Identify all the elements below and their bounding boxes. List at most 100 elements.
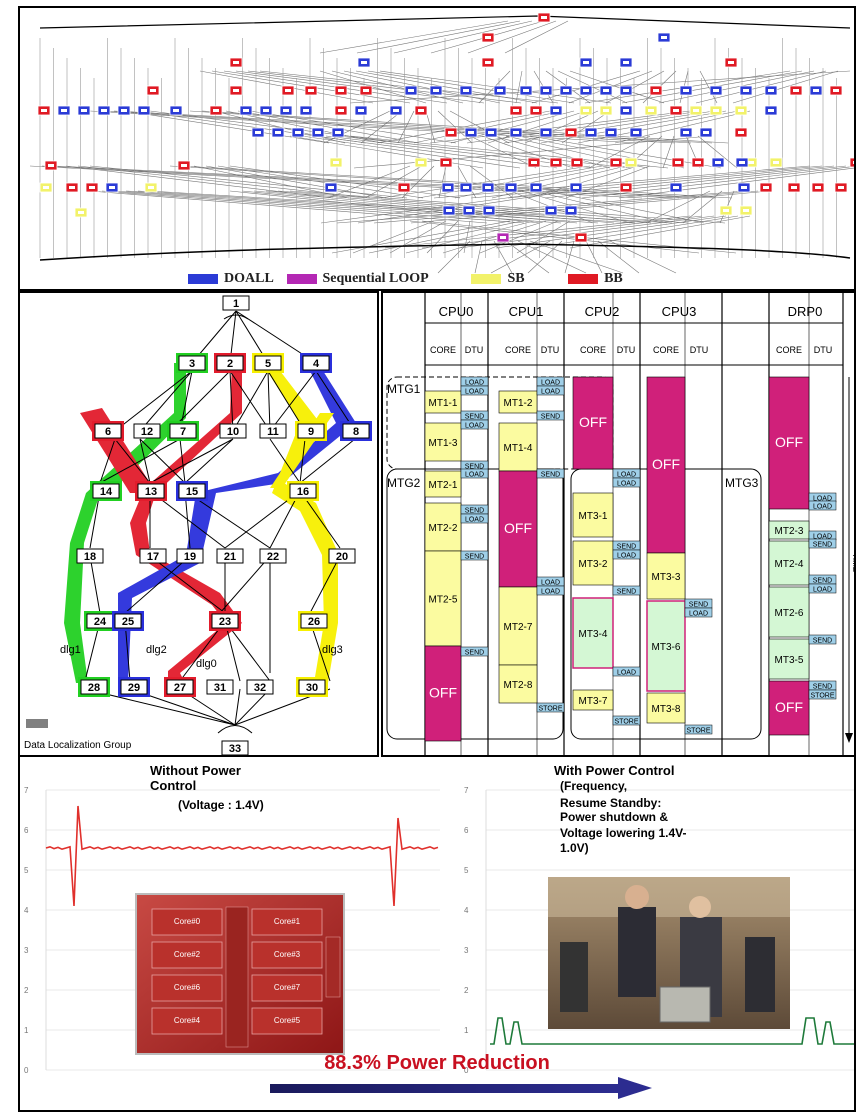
chip-core-label-5: Core#7 [274, 983, 301, 992]
mt3-4 [572, 597, 614, 669]
mtg-node-mark [568, 131, 574, 134]
c0-send4-label: SEND [465, 554, 484, 561]
c0-load2-label: LOAD [465, 389, 484, 396]
node-4 [302, 355, 330, 371]
c2-send1-label: SEND [617, 544, 636, 551]
mtg-node-mark [497, 89, 503, 92]
dlg3-label: dlg3 [322, 644, 343, 656]
left-tick-2: 2 [24, 986, 29, 995]
mtg-node-mark [695, 161, 701, 164]
mtg-node-mark [109, 186, 115, 189]
cpu-header-3: CPU3 [662, 304, 697, 319]
node-17 [139, 548, 167, 564]
node-20 [328, 548, 356, 564]
mtg-node-mark [445, 186, 451, 189]
node-5-label: 5 [265, 358, 271, 370]
mtg-node-mark [553, 109, 559, 112]
d0-send3-label: SEND [813, 638, 832, 645]
mtg-node-mark [673, 109, 679, 112]
dlg2-label: dlg2 [146, 644, 167, 656]
c1-send2-label: SEND [541, 472, 560, 479]
mt3-3-label: MT3-3 [652, 572, 681, 583]
c1-store-label: STORE [539, 706, 563, 713]
cpu2-off-label: OFF [579, 414, 607, 430]
mtg-node-mark [485, 61, 491, 64]
c1-send1 [536, 410, 565, 421]
mtg-node-mark [433, 89, 439, 92]
legend-sb: SB [471, 271, 525, 286]
chip-core-label-7: Core#5 [274, 1016, 301, 1025]
c2-load1-label: LOAD [617, 472, 636, 479]
mtg-node-mark [763, 186, 769, 189]
node-19 [176, 548, 204, 564]
node-30 [298, 679, 326, 695]
mtg-node-mark [773, 161, 779, 164]
mtg-node-mark [693, 109, 699, 112]
c1-load2-label: LOAD [541, 389, 560, 396]
node-7 [169, 423, 197, 439]
right-series-line [490, 1017, 854, 1045]
cpu1-off-label: OFF [504, 520, 532, 536]
c2-store-label: STORE [615, 719, 639, 726]
mt3-7 [572, 689, 614, 711]
c2-load4-label: LOAD [617, 670, 636, 677]
mtg-node-mark [443, 161, 449, 164]
photo-person-4 [745, 937, 775, 1012]
legend-doall: DOALL [188, 271, 273, 286]
dtu-header-4: DTU [814, 345, 833, 355]
mtg-node-mark [603, 109, 609, 112]
dlg2-band [118, 363, 356, 683]
node-11 [259, 423, 287, 439]
mtg-node-mark [285, 89, 291, 92]
mtg-node-mark [358, 109, 364, 112]
cpu3-off [646, 376, 686, 554]
mtg-node-mark [673, 186, 679, 189]
node-30-label: 30 [306, 682, 318, 694]
mtg-node-mark [739, 161, 745, 164]
mtg-node-mark [141, 109, 147, 112]
mtg-node-mark [623, 61, 629, 64]
mt3-6 [646, 600, 686, 692]
d0-send1-label: SEND [813, 542, 832, 549]
mtg-node-mark [553, 161, 559, 164]
mtg-node-mark [43, 186, 49, 189]
drp0-off2 [768, 680, 810, 736]
mt1-1-label: MT1-1 [429, 398, 458, 409]
mtg-node-mark [541, 16, 547, 19]
mtg-node-mark [633, 131, 639, 134]
mtg-node-mark [623, 109, 629, 112]
mt2-3-label: MT2-3 [775, 526, 804, 537]
mtg-node-mark [338, 109, 344, 112]
mtg-node-mark [173, 109, 179, 112]
left-series-line [45, 805, 439, 907]
mtg-node-mark [181, 164, 187, 167]
left-title-2: Control [150, 778, 196, 793]
mt3-4-label: MT3-4 [579, 629, 608, 640]
mtg-node-mark [628, 161, 634, 164]
c1-load2 [536, 385, 565, 396]
mtg-node-mark [363, 89, 369, 92]
mt3-2-label: MT3-2 [579, 559, 608, 570]
mtg-node-mark [418, 161, 424, 164]
chip-core-label-1: Core#1 [274, 917, 301, 926]
node-12-label: 12 [141, 426, 153, 438]
mtg1-label: MTG1 [387, 382, 421, 396]
c0-load2 [460, 385, 489, 396]
c3-store [684, 724, 713, 735]
photo-head-1 [625, 885, 649, 909]
node-17-label: 17 [147, 551, 159, 563]
chip-core-3 [251, 941, 323, 969]
mtg-node-mark [623, 186, 629, 189]
c0-send3-label: SEND [465, 508, 484, 515]
photo-bg [548, 877, 790, 917]
left-tick-6: 6 [24, 826, 29, 835]
core-header-1: CORE [505, 345, 531, 355]
mtg-node-mark [263, 109, 269, 112]
node-20-label: 20 [336, 551, 348, 563]
dtu-header-1: DTU [541, 345, 560, 355]
drp0-off [768, 376, 810, 510]
c1-load4-label: LOAD [541, 589, 560, 596]
mt2-1 [424, 470, 462, 498]
